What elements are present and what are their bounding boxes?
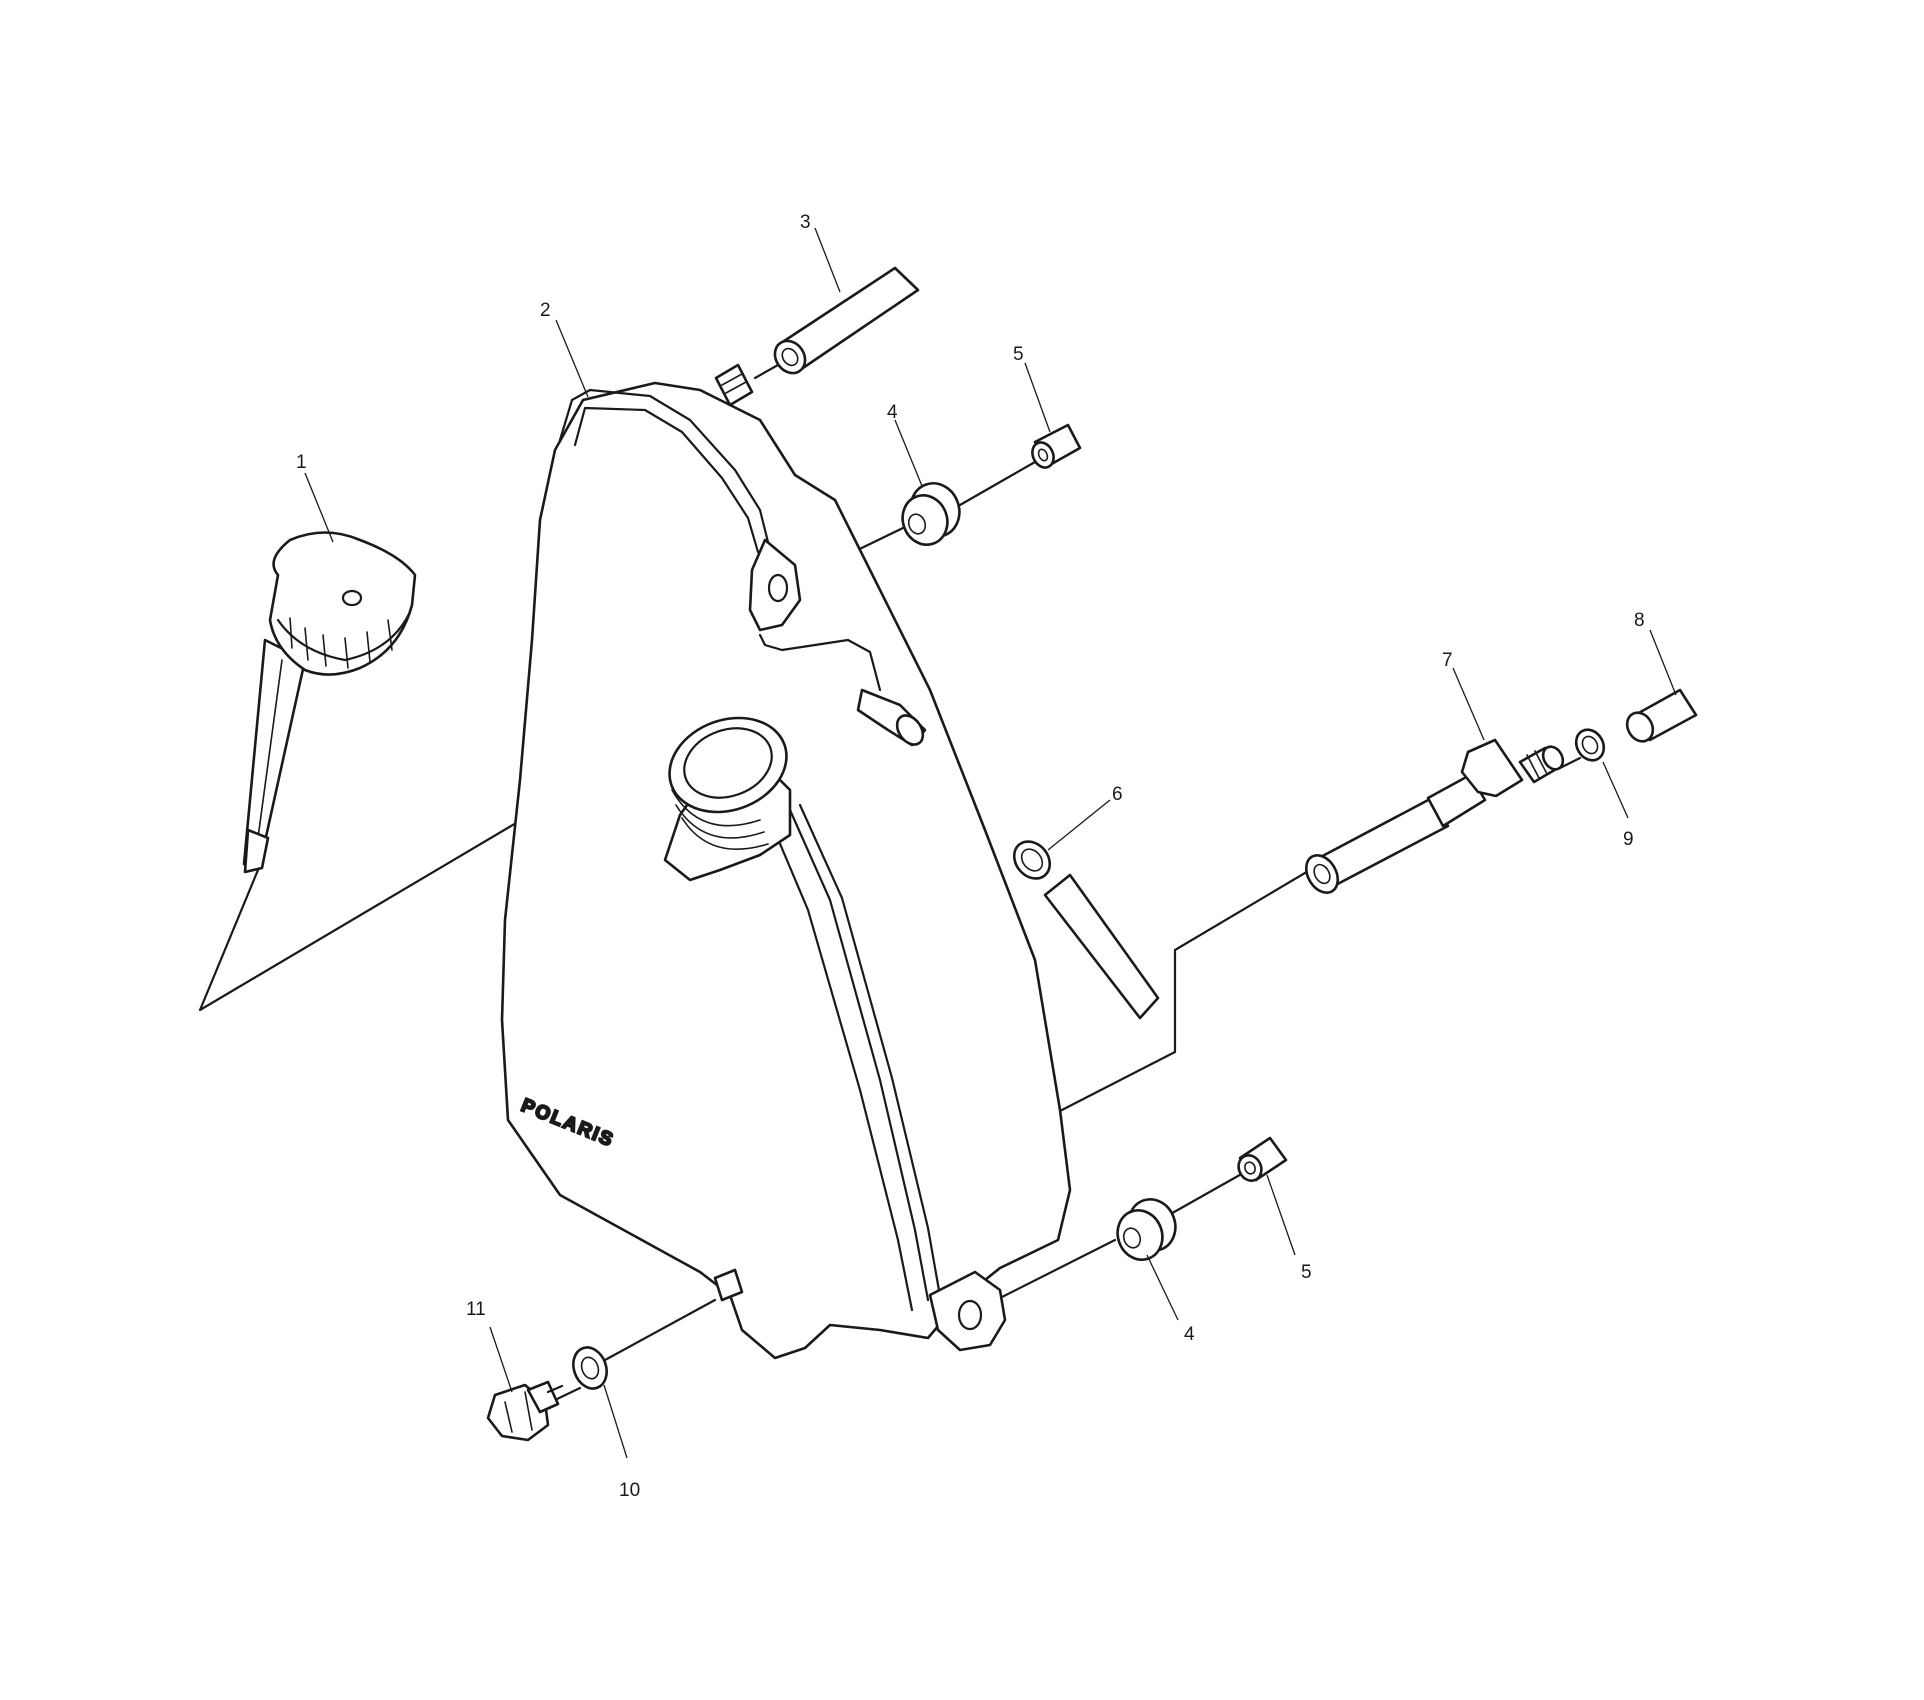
grommet-top	[901, 482, 961, 546]
callout-6: 6	[1112, 784, 1123, 805]
oil-tank: POLARIS	[500, 363, 1072, 1360]
filler-neck	[663, 716, 792, 882]
oil-hose-8	[1625, 688, 1698, 743]
callout-5-bottom: 5	[1301, 1262, 1312, 1283]
spacer-top	[1031, 423, 1082, 469]
hose-clamp-9	[1574, 728, 1606, 762]
callout-9: 9	[1623, 829, 1634, 850]
dipstick-cap	[242, 531, 417, 874]
drain-washer	[572, 1346, 608, 1390]
breather-hose	[773, 266, 920, 375]
callout-4-top: 4	[887, 402, 898, 423]
callout-8: 8	[1634, 610, 1645, 631]
callout-7: 7	[1442, 650, 1453, 671]
hose-clamp-6	[1012, 840, 1160, 1020]
callout-11: 11	[466, 1299, 486, 1320]
drain-bolt	[486, 1380, 564, 1442]
callout-5-top: 5	[1013, 344, 1024, 365]
leader-lines	[304, 227, 1677, 1459]
callout-3: 3	[800, 212, 811, 233]
callout-2: 2	[540, 300, 551, 321]
spacer-bottom	[1237, 1136, 1288, 1182]
callout-labels: 1 2 3 4 5 6 7 8 9 4 5 10 11	[296, 212, 1645, 1501]
callout-4-bottom: 4	[1184, 1324, 1195, 1345]
outlet-fitting	[1304, 738, 1565, 894]
callout-1: 1	[296, 452, 307, 473]
callout-10: 10	[619, 1480, 640, 1501]
grommet-bottom	[1116, 1198, 1177, 1261]
